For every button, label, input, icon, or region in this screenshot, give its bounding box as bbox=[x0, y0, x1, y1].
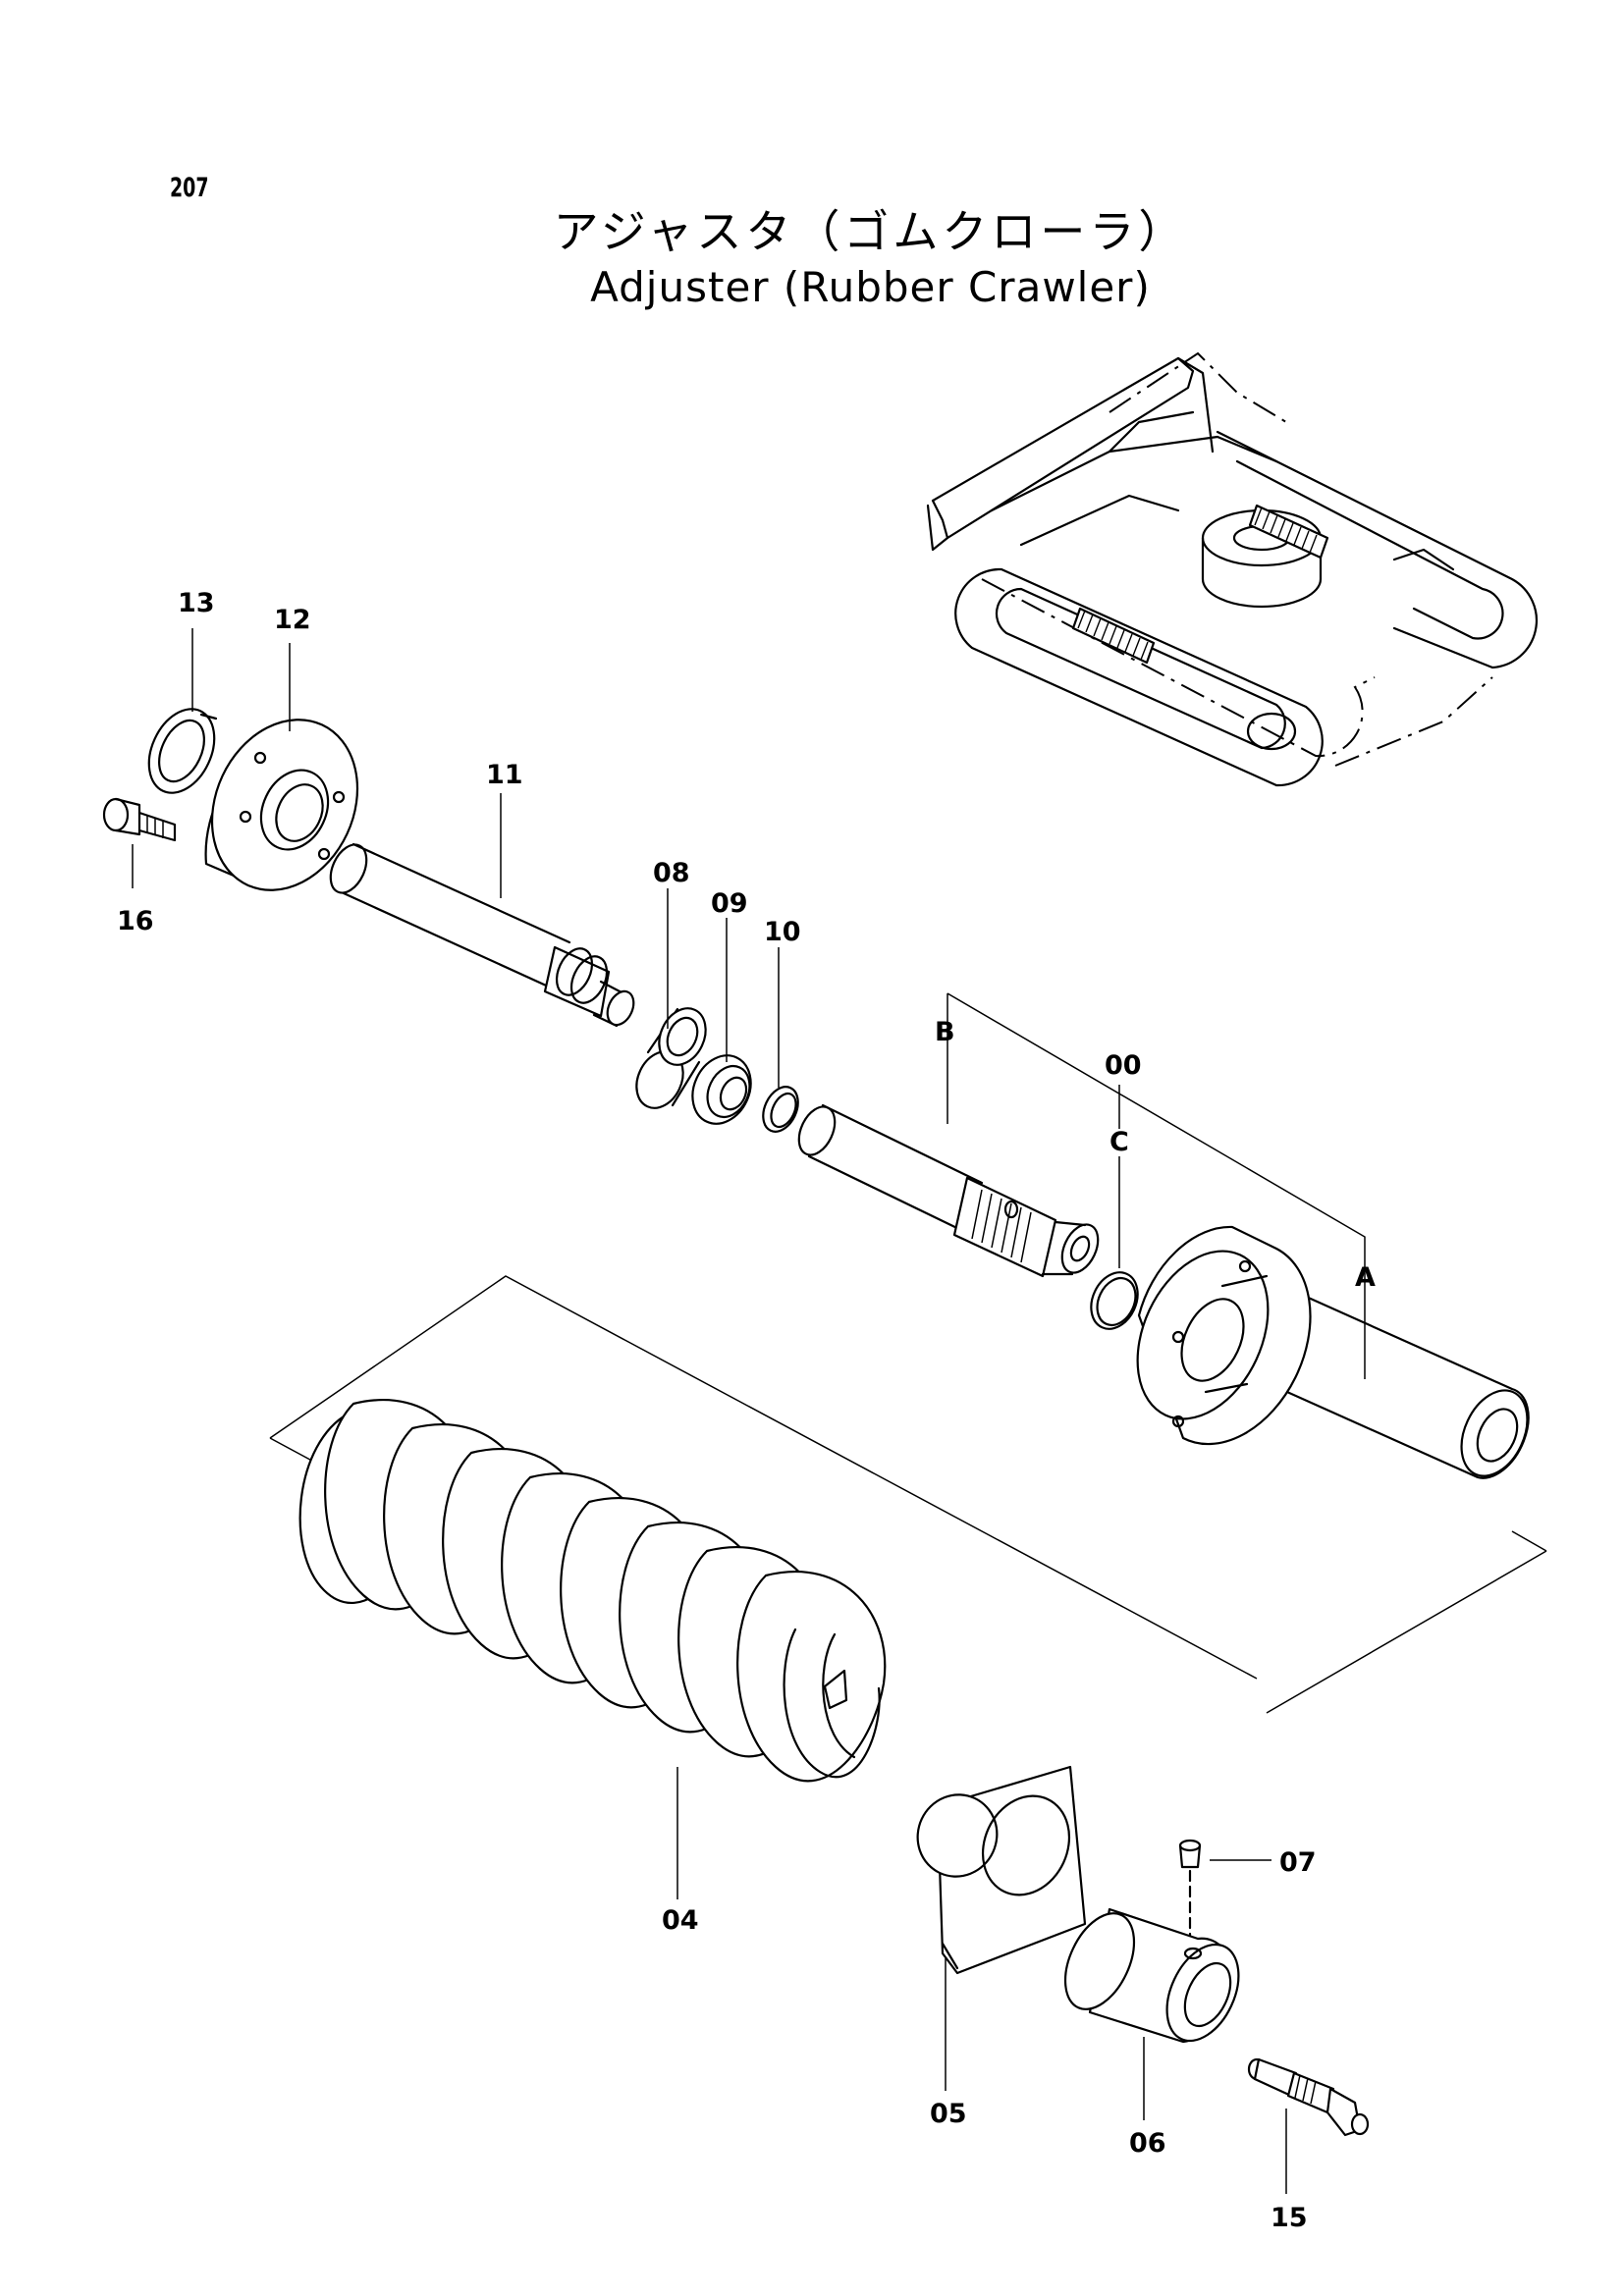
callout-09: 09 bbox=[711, 888, 748, 919]
leader-lines bbox=[132, 628, 1287, 2194]
callout-07: 07 bbox=[1279, 1847, 1317, 1878]
callout-16: 16 bbox=[117, 906, 154, 936]
callout-00: 00 bbox=[1105, 1050, 1142, 1081]
part-12-flange bbox=[204, 719, 359, 891]
assembly-b-piston-rod bbox=[797, 1103, 1100, 1278]
callout-15: 15 bbox=[1271, 2203, 1308, 2233]
title-japanese: アジャスタ（ゴムクローラ） bbox=[553, 205, 1188, 258]
part-10-snap-ring bbox=[762, 1086, 799, 1133]
callout-08: 08 bbox=[653, 858, 690, 888]
part-11-rod bbox=[329, 842, 635, 1028]
callout-labels: 13 12 16 11 08 09 10 B 00 C A 04 05 06 0… bbox=[117, 588, 1376, 2233]
highlighted-adjuster-spring-right bbox=[1248, 504, 1329, 560]
callout-10: 10 bbox=[764, 917, 801, 947]
callout-13: 13 bbox=[178, 588, 215, 618]
callout-b: B bbox=[935, 1017, 955, 1047]
part-06-nut-body bbox=[1063, 1907, 1240, 2044]
part-15-grease-nipple bbox=[1247, 2057, 1370, 2137]
assembly-a-cylinder bbox=[1136, 1225, 1530, 1479]
page-number: 207 bbox=[170, 173, 209, 203]
callout-05: 05 bbox=[930, 2099, 967, 2129]
callout-12: 12 bbox=[274, 605, 311, 635]
callout-c: C bbox=[1109, 1127, 1129, 1157]
part-07-plug bbox=[1178, 1839, 1202, 1938]
callout-06: 06 bbox=[1129, 2128, 1166, 2159]
part-04-spring bbox=[298, 1399, 887, 1783]
undercarriage-overview-illustration bbox=[926, 351, 1539, 787]
callout-a: A bbox=[1355, 1262, 1376, 1293]
assembly-c-o-ring bbox=[1090, 1271, 1139, 1330]
part-16-bolt bbox=[102, 797, 177, 842]
callout-04: 04 bbox=[662, 1905, 699, 1936]
part-05-retainer bbox=[916, 1765, 1087, 1975]
callout-11: 11 bbox=[486, 760, 523, 790]
part-13-seal bbox=[147, 708, 218, 794]
part-09-bearing bbox=[691, 1054, 752, 1125]
highlighted-adjuster-spring-left bbox=[1071, 607, 1156, 665]
assembly-bracket-lines bbox=[947, 992, 1366, 1379]
title-english: Adjuster (Rubber Crawler) bbox=[590, 263, 1151, 311]
part-08-bushing bbox=[635, 1007, 707, 1109]
